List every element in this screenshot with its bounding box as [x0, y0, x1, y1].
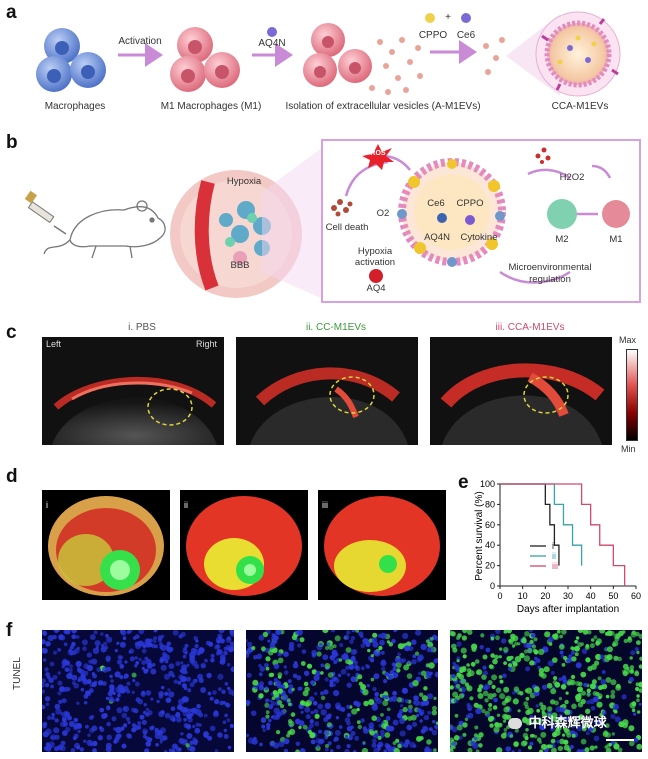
y-tick-label: 40	[485, 540, 495, 550]
label-bbb: BBB	[230, 260, 250, 271]
panel-label-f: f	[6, 620, 13, 641]
scale-bar	[606, 739, 634, 741]
mri-image-iii	[318, 490, 446, 600]
label-micro-2: regulation	[529, 274, 571, 285]
y-tick-label: 80	[485, 499, 495, 509]
x-tick-label: 50	[608, 591, 618, 601]
step-m1-macrophages: M1 Macrophages (M1)	[160, 101, 262, 112]
step-isolation: Isolation of extracellular vesicles (A-M…	[285, 101, 481, 112]
label-aq4n: AQ4N	[424, 232, 450, 243]
tunel-axis-label: TUNEL	[12, 630, 23, 690]
aq4-molecule	[369, 269, 383, 283]
label-cppo: CPPO	[456, 198, 484, 209]
colorbar-max: Max	[619, 335, 637, 345]
label-ros: ROS	[370, 150, 386, 157]
cell-death-icon	[331, 199, 353, 217]
m2-cell	[547, 199, 577, 229]
label-hypoxia-activation-2: activation	[354, 257, 396, 268]
x-axis-label: Days after implantation	[517, 604, 619, 615]
label-ce6: Ce6	[427, 198, 445, 209]
label-m2: M2	[555, 234, 569, 245]
h2o2-molecules-icon	[535, 147, 551, 164]
macrophage-cells	[36, 28, 106, 92]
tunel-image-pbs	[42, 630, 234, 752]
m1-macrophage-cells	[170, 27, 240, 92]
label-cytokine: Cytokine	[460, 232, 498, 243]
colorbar	[626, 349, 638, 441]
vesicle-dots	[369, 37, 423, 95]
arrow-label-cppo: CPPO	[418, 30, 448, 41]
label-hypoxia-activation-1: Hypoxia	[357, 246, 393, 257]
panel-a-graphic	[36, 11, 621, 97]
watermark-text: 中科森辉微球	[528, 715, 607, 730]
step-macrophages: Macrophages	[44, 101, 106, 112]
y-tick-label: 100	[480, 479, 495, 489]
panel-label-a: a	[6, 2, 17, 23]
label-right: Right	[196, 339, 218, 349]
us-title-cca: iii. CCA-M1EVs	[495, 322, 565, 333]
x-tick-label: 60	[631, 591, 641, 601]
vesicle-dots-2	[483, 37, 505, 75]
watermark: 中科森辉微球	[508, 712, 607, 731]
arrow-label-ce6: Ce6	[456, 30, 476, 41]
label-aq4: AQ4	[366, 283, 386, 294]
ros-burst-icon	[362, 144, 394, 170]
panel-label-e: e	[458, 472, 469, 493]
tunel-label-text: TUNEL	[12, 657, 23, 690]
x-tick-label: 10	[518, 591, 528, 601]
label-cell-death: Cell death	[325, 222, 369, 233]
mouse-illustration	[43, 200, 166, 259]
m1-cell	[602, 200, 630, 228]
label-micro-1: Microenvironmental	[508, 262, 592, 273]
panel-b-graphic	[24, 139, 641, 303]
mri-roman-ii: ii	[184, 500, 188, 510]
label-h2o2: H2O2	[559, 172, 585, 183]
y-tick-label: 20	[485, 561, 495, 571]
ultrasound-image-pbs	[42, 337, 224, 445]
arrow-label-aq4n: AQ4N	[258, 38, 286, 49]
mri-image-ii	[180, 490, 308, 600]
arrow-label-plus: +	[445, 12, 451, 23]
cca-m1evs-vesicle	[535, 11, 621, 97]
us-title-cc: ii. CC-M1EVs	[305, 322, 366, 333]
y-tick-label: 0	[490, 581, 495, 591]
us-title-pbs: i. PBS	[128, 322, 156, 333]
label-hypoxia: Hypoxia	[226, 176, 262, 187]
arrow-label-activation: Activation	[118, 36, 162, 47]
label-left: Left	[46, 339, 62, 349]
syringe-icon	[24, 190, 67, 235]
mri-roman-iii: iii	[322, 500, 328, 510]
ultrasound-image-cc	[236, 337, 418, 445]
x-tick-label: 0	[497, 591, 502, 601]
legend-label-i: i	[552, 541, 554, 551]
colorbar-min: Min	[621, 444, 636, 454]
panel-label-c: c	[6, 322, 17, 343]
ultrasound-image-cca	[430, 337, 612, 445]
survival-series-iii	[500, 483, 626, 586]
survival-series-i	[500, 483, 560, 566]
x-tick-label: 20	[540, 591, 550, 601]
mri-roman-i: i	[46, 500, 48, 510]
mri-image-i	[42, 490, 170, 600]
legend-label-ii: ii	[552, 551, 556, 561]
step-cca-m1evs: CCA-M1EVs	[551, 101, 609, 112]
tunel-image-cca	[450, 630, 642, 752]
panel-label-b: b	[6, 132, 18, 153]
panel-label-d: d	[6, 466, 18, 487]
wechat-icon	[508, 718, 522, 730]
survival-series-ii	[500, 483, 583, 566]
x-tick-label: 40	[586, 591, 596, 601]
y-axis-label: Percent survival (%)	[474, 491, 485, 580]
legend-label-iii: iii	[552, 561, 558, 571]
label-o2: O2	[376, 208, 390, 219]
y-tick-label: 60	[485, 520, 495, 530]
cca-m1evs-particle	[397, 158, 506, 267]
tunel-image-cc	[246, 630, 438, 752]
x-tick-label: 30	[563, 591, 573, 601]
isolation-cells	[303, 23, 372, 87]
label-m1: M1	[609, 234, 623, 245]
